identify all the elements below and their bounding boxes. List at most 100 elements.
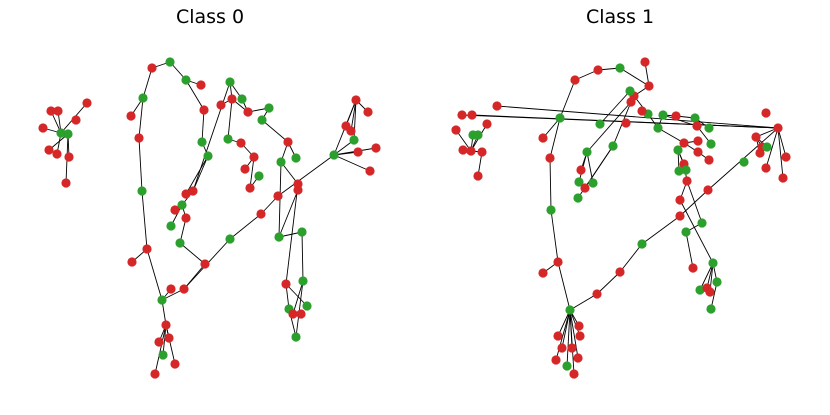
graph-node-green [574, 177, 584, 187]
graph-edge [141, 190, 148, 250]
edges-layer [42, 61, 787, 375]
graph-node-green [225, 77, 235, 87]
graph-node-red [283, 137, 293, 147]
graph-node-green [588, 178, 598, 188]
graph-edge [557, 309, 571, 337]
graph-edge [619, 67, 650, 87]
graph-node-red [553, 331, 563, 341]
graph-node-green [223, 134, 233, 144]
nodes-layer [38, 57, 791, 379]
graph-node-red [142, 244, 152, 254]
graph-node-green [56, 128, 66, 138]
graph-edge [345, 99, 357, 127]
graph-node-red [150, 369, 160, 379]
graph-node-green [625, 86, 635, 96]
graph-node-green [562, 361, 572, 371]
graph-node-red [615, 267, 625, 277]
graph-edge [138, 137, 143, 192]
graph-node-green [166, 221, 176, 231]
graph-node-red [273, 191, 283, 201]
graph-edge [301, 231, 304, 282]
graph-node-red [682, 176, 692, 186]
graph-node-red [134, 133, 144, 143]
graph-node-red [573, 353, 583, 363]
graph-node-red [166, 284, 176, 294]
graph-edge [192, 81, 231, 192]
graph-node-green [695, 285, 705, 295]
graph-node-red [293, 185, 303, 195]
graph-node-red [675, 211, 685, 221]
graph-node-green [708, 258, 718, 268]
graph-edge [142, 67, 153, 99]
graph-edge [350, 99, 357, 132]
graph-edge [777, 127, 787, 158]
graph-node-red [353, 147, 363, 157]
graph-node-red [61, 178, 71, 188]
graph-node-green [165, 57, 175, 67]
graph-node-green [138, 93, 148, 103]
graph-node-red [188, 186, 198, 196]
graph-node-red [365, 166, 375, 176]
graph-node-red [567, 343, 577, 353]
graph-node-red [245, 183, 255, 193]
graph-node-green [264, 103, 274, 113]
graph-node-red [592, 289, 602, 299]
graph-node-green [297, 227, 307, 237]
graph-edge [496, 105, 779, 129]
graph-edge [549, 157, 552, 211]
graph-node-green [254, 171, 264, 181]
graph-node-red [575, 331, 585, 341]
graph-node-red [170, 359, 180, 369]
graph-node-red [46, 106, 56, 116]
graph-node-red [693, 147, 703, 157]
graph-edge [192, 155, 209, 192]
graph-node-red [249, 152, 259, 162]
graph-edge [596, 271, 621, 295]
graph-node-green [704, 123, 714, 133]
graph-edge [277, 154, 335, 197]
panel-title-class-0: Class 0 [175, 6, 245, 28]
graph-node-red [693, 136, 703, 146]
graph-node-green [582, 147, 592, 157]
graph-node-red [127, 257, 137, 267]
graph-node-red [671, 111, 681, 121]
graph-node-red [52, 149, 62, 159]
graph-node-green [615, 63, 625, 73]
graph-node-red [755, 148, 765, 158]
graph-edge [280, 161, 299, 185]
graph-node-green [181, 75, 191, 85]
graph-node-green [739, 157, 749, 167]
graph-node-red [458, 145, 468, 155]
graph-edge [249, 156, 255, 189]
graph-node-red [351, 95, 361, 105]
graph-edge [201, 109, 205, 143]
graph-node-red [593, 65, 603, 75]
graph-node-red [71, 115, 81, 125]
graph-node-green [681, 165, 691, 175]
graph-node-green [175, 238, 185, 248]
graph-node-red [621, 118, 631, 128]
graph-edge [619, 243, 643, 273]
graph-node-red [196, 80, 206, 90]
graph-node-green [712, 277, 722, 287]
graph-edge [285, 183, 299, 285]
graph-node-red [82, 98, 92, 108]
graph-node-red [181, 213, 191, 223]
graph-node-red [761, 108, 771, 118]
graph-edge [599, 90, 631, 125]
graph-node-red [538, 268, 548, 278]
graph-node-red [553, 257, 563, 267]
graph-node-green [608, 141, 618, 151]
graph-node-red [243, 107, 253, 117]
graph-node-red [236, 138, 246, 148]
graph-edge [185, 79, 205, 111]
graph-edge [261, 119, 289, 143]
graph-edge [641, 215, 681, 245]
graph-node-red [704, 155, 714, 165]
graph-edge [333, 154, 371, 172]
graph-edge [586, 151, 594, 184]
graph-node-red [545, 153, 555, 163]
graph-edge [295, 280, 304, 338]
graph-node-green [291, 153, 301, 163]
